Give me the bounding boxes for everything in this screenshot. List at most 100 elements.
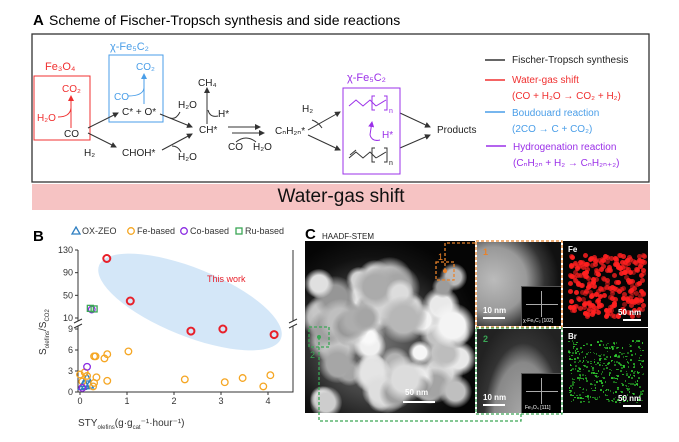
eds-signal bbox=[608, 294, 614, 300]
eds-signal bbox=[621, 384, 624, 386]
br-map-label: Br bbox=[568, 332, 577, 341]
eds-signal bbox=[620, 295, 626, 301]
eds-signal bbox=[604, 281, 610, 287]
eds-signal bbox=[593, 361, 596, 364]
eds-signal bbox=[608, 256, 614, 262]
eds-signal bbox=[640, 354, 642, 357]
eds-signal bbox=[619, 265, 625, 271]
eds-signal bbox=[569, 389, 571, 392]
eds-signal bbox=[581, 271, 587, 277]
eds-signal bbox=[568, 305, 574, 311]
eds-signal bbox=[599, 380, 601, 382]
eds-signal bbox=[592, 284, 598, 290]
alkene-chain bbox=[348, 147, 388, 163]
eds-signal bbox=[601, 287, 607, 293]
region-1-label: 1 bbox=[438, 252, 443, 262]
eds-signal bbox=[614, 355, 616, 357]
eds-signal bbox=[570, 394, 572, 396]
eds-signal bbox=[594, 363, 597, 366]
eds-signal bbox=[604, 394, 607, 396]
y-tick-label: 10 bbox=[63, 313, 73, 323]
eds-signal bbox=[594, 387, 597, 389]
eds-signal bbox=[595, 271, 601, 277]
eds-signal bbox=[572, 381, 574, 383]
legend-label: OX-ZEO bbox=[82, 226, 117, 236]
legend-boudouard-eq: (2CO → C + CO₂) bbox=[512, 124, 592, 135]
eds-signal bbox=[568, 272, 574, 278]
eds-signal bbox=[576, 350, 579, 353]
particle bbox=[318, 344, 357, 384]
eds-signal bbox=[627, 385, 630, 388]
eds-signal bbox=[612, 348, 615, 350]
hydrogenation-arrow bbox=[368, 121, 375, 136]
eds-signal bbox=[577, 357, 579, 359]
eds-signal bbox=[609, 372, 611, 374]
eds-signal bbox=[620, 364, 622, 366]
x-tick-label: 0 bbox=[77, 396, 82, 406]
data-point-fe-based bbox=[259, 382, 268, 391]
eds-signal bbox=[628, 391, 631, 393]
eds-signal bbox=[615, 374, 618, 377]
eds-signal bbox=[640, 364, 643, 367]
eds-signal bbox=[630, 290, 636, 296]
eds-signal bbox=[606, 356, 608, 358]
eds-signal bbox=[590, 279, 596, 285]
eds-signal bbox=[613, 360, 616, 363]
eds-signal bbox=[636, 383, 638, 386]
eds-signal bbox=[634, 290, 640, 296]
eds-signal bbox=[606, 308, 612, 314]
eds-signal bbox=[600, 340, 602, 342]
eds-signal bbox=[606, 267, 612, 273]
eds-signal bbox=[637, 293, 643, 299]
legend-marker bbox=[235, 227, 243, 235]
particle bbox=[430, 303, 475, 349]
eds-signal bbox=[611, 300, 617, 306]
eds-signal bbox=[583, 344, 585, 347]
legend-hydrogenation-eq: (CₙH₂ₙ + H₂ → CₙH₂ₙ₊₂) bbox=[513, 158, 619, 169]
eds-signal bbox=[642, 260, 648, 266]
eds-signal bbox=[627, 254, 633, 260]
eds-signal bbox=[622, 373, 624, 376]
eds-signal bbox=[622, 396, 625, 398]
eds-signal bbox=[582, 374, 585, 376]
eds-signal bbox=[601, 371, 604, 373]
eds-signal bbox=[569, 307, 575, 313]
eds-signal bbox=[611, 377, 613, 379]
eds-signal bbox=[614, 279, 620, 285]
eds-signal bbox=[579, 397, 581, 399]
x-axis-label: STYolefins(g·gcat⁻¹·hour⁻¹) bbox=[78, 418, 185, 431]
eds-signal bbox=[600, 353, 603, 356]
eds-signal bbox=[640, 390, 642, 393]
eds-signal bbox=[619, 306, 625, 312]
eds-signal bbox=[623, 364, 625, 367]
region-overlays: 1 2 bbox=[308, 240, 563, 422]
fe-map-label: Fe bbox=[568, 245, 578, 254]
eds-signal bbox=[590, 371, 593, 374]
alkane-chain bbox=[348, 95, 388, 111]
eds-signal bbox=[613, 380, 616, 383]
eds-signal bbox=[631, 270, 637, 276]
xlabel-main: STY bbox=[78, 418, 98, 429]
eds-signal bbox=[599, 359, 602, 361]
eds-signal bbox=[601, 382, 603, 384]
eds-signal bbox=[585, 389, 588, 391]
eds-signal bbox=[595, 352, 598, 355]
eds-signal bbox=[639, 349, 642, 352]
eds-signal bbox=[590, 365, 593, 368]
eds-signal bbox=[623, 352, 626, 355]
haadf-stem-main-image: 50 nm bbox=[305, 241, 475, 413]
eds-signal bbox=[595, 372, 597, 375]
eds-signal bbox=[592, 369, 594, 371]
eds-signal bbox=[568, 299, 574, 305]
eds-signal bbox=[629, 345, 632, 347]
eds-signal bbox=[568, 352, 571, 354]
eds-signal bbox=[615, 341, 618, 344]
eds-signal bbox=[622, 270, 628, 276]
eds-signal bbox=[631, 299, 637, 305]
eds-signal bbox=[621, 367, 624, 369]
eds-signal bbox=[576, 356, 579, 359]
eds-signal bbox=[639, 347, 642, 350]
eds-signal bbox=[634, 281, 640, 287]
eds-signal bbox=[640, 366, 643, 369]
eds-signal bbox=[641, 253, 647, 259]
